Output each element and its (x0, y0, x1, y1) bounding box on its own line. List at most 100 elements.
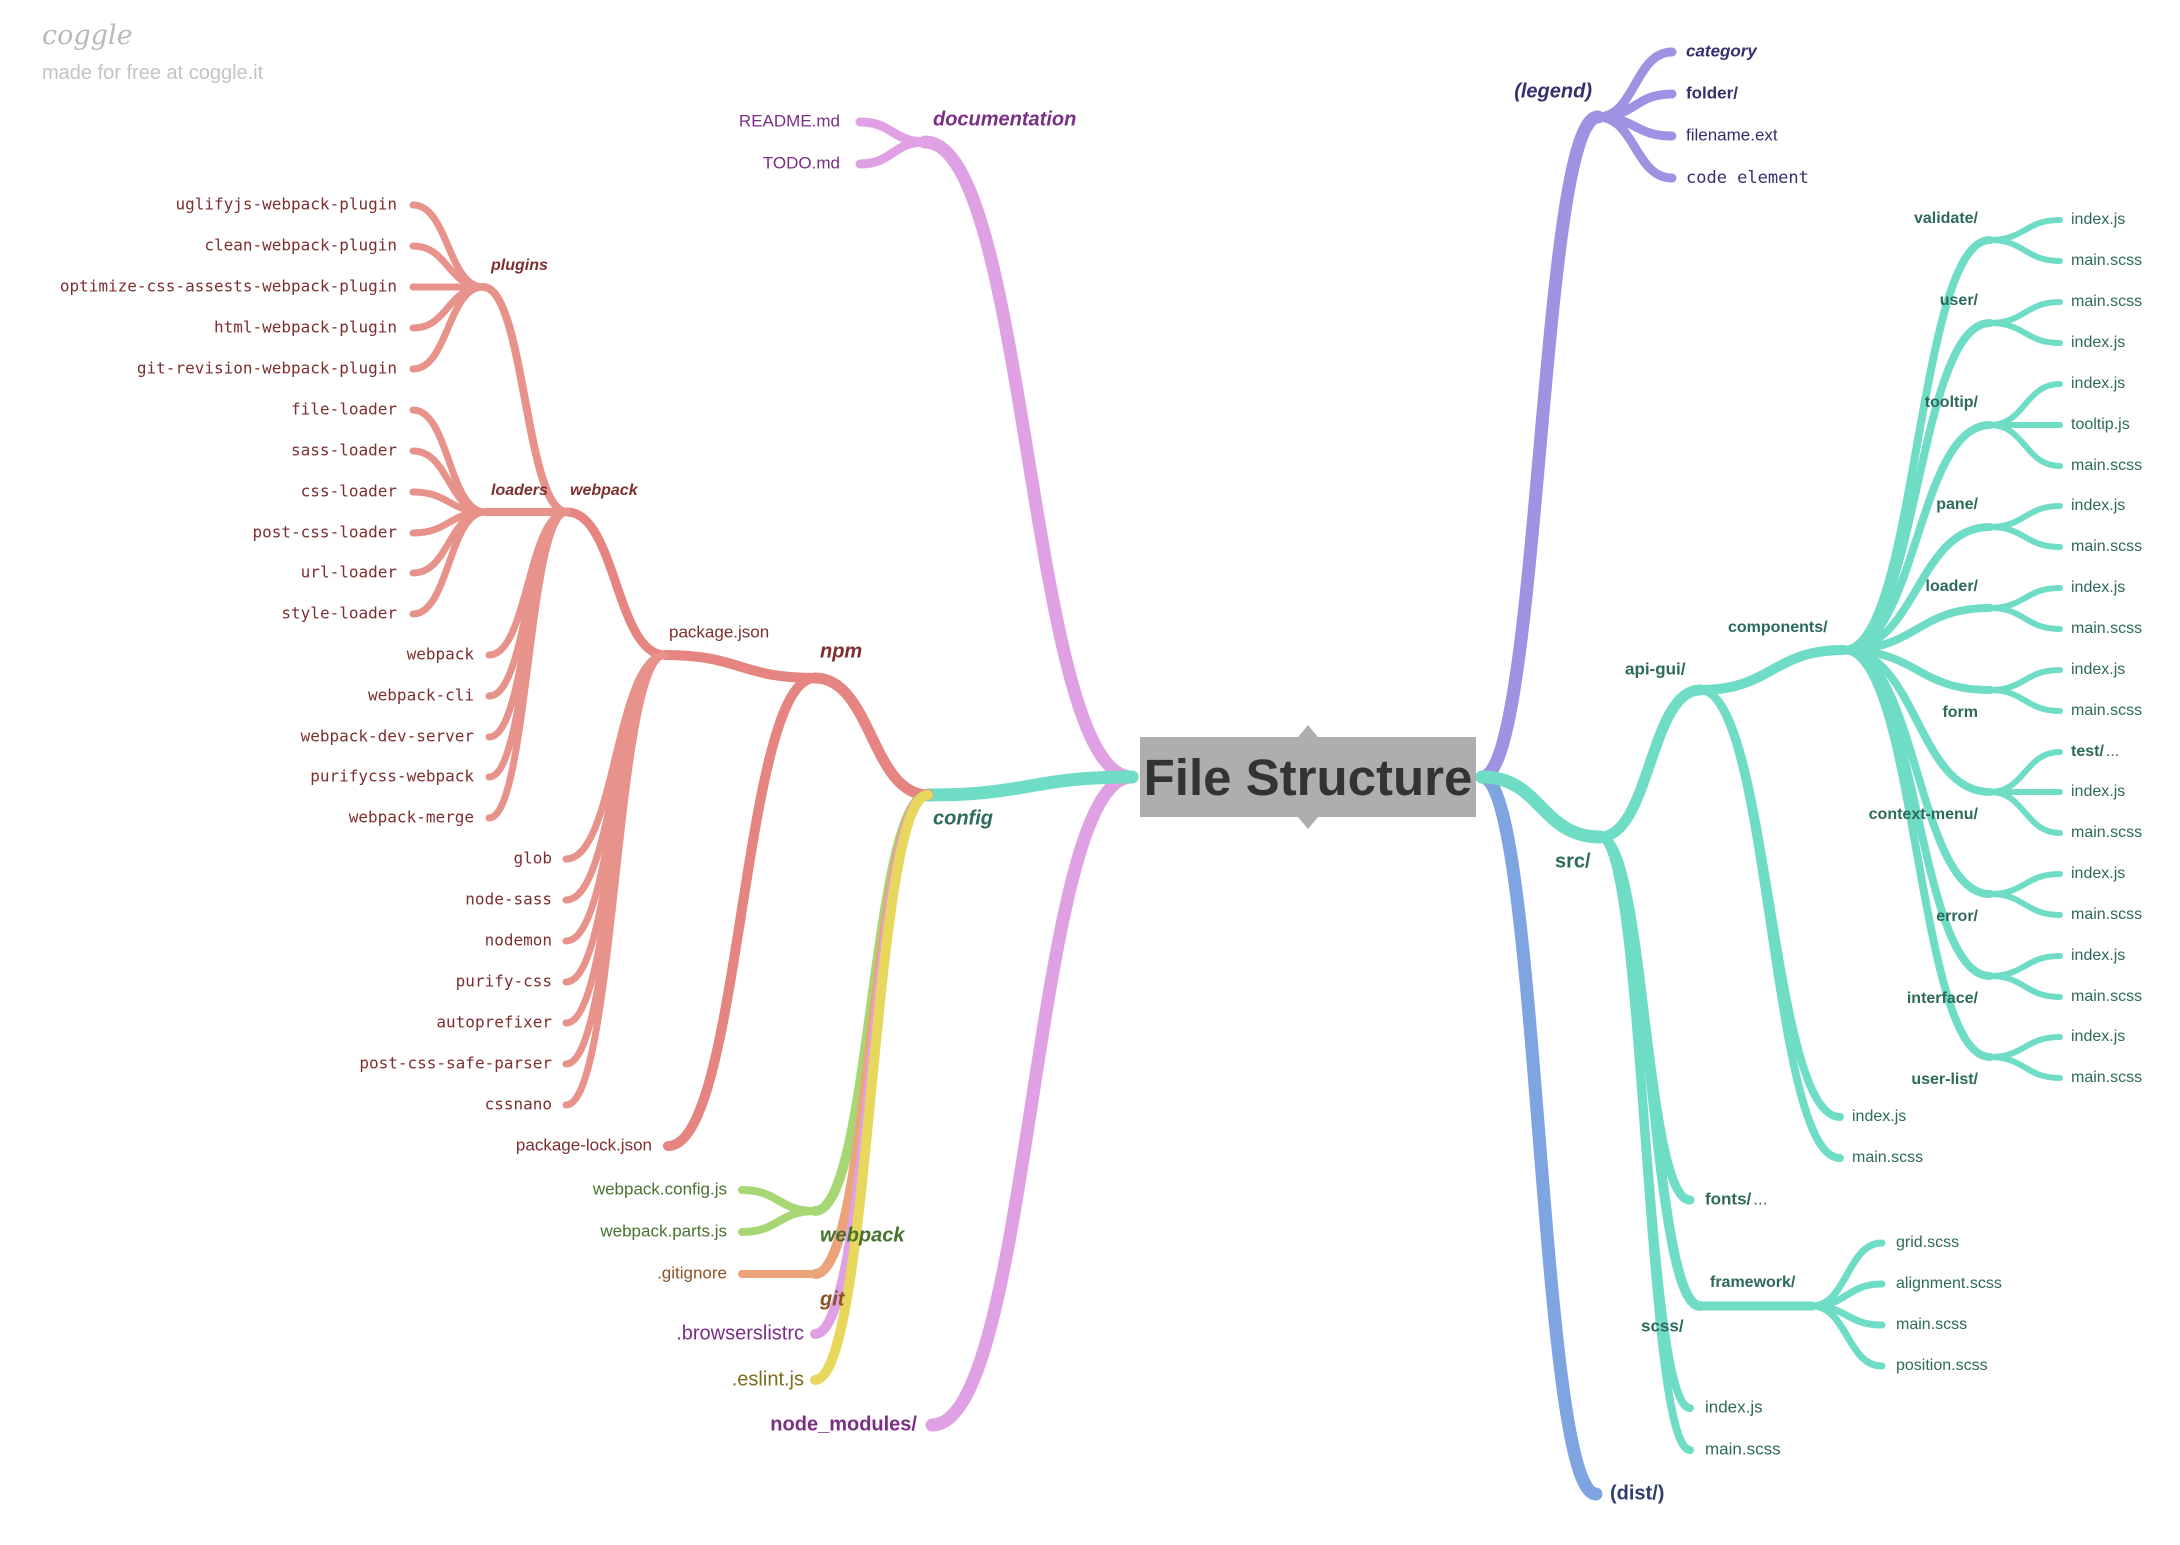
node-context-menu[interactable]: context-menu/ (1869, 806, 1979, 823)
node-wp-3[interactable]: webpack-dev-server (301, 727, 475, 746)
node-leg-filename[interactable]: filename.ext (1686, 125, 1778, 144)
node-config[interactable]: config (933, 807, 993, 829)
node-scss[interactable]: scss/ (1641, 1316, 1684, 1335)
node-dep-3[interactable]: nodemon (485, 931, 552, 950)
node-documentation[interactable]: documentation (933, 108, 1076, 130)
node-c-form-2[interactable]: main.scss (2071, 702, 2142, 719)
node-api-gui[interactable]: api-gui/ (1625, 659, 1686, 678)
node-c-loader-2[interactable]: main.scss (2071, 620, 2142, 637)
node-plugin-2[interactable]: clean-webpack-plugin (204, 236, 397, 255)
node-loader-4[interactable]: post-css-loader (253, 523, 398, 542)
node-src[interactable]: src/ (1555, 850, 1591, 872)
node-dep-1[interactable]: glob (513, 849, 552, 868)
node-fw-1[interactable]: grid.scss (1896, 1234, 1959, 1251)
node-readme[interactable]: README.md (739, 111, 840, 130)
node-leg-category[interactable]: category (1686, 41, 1758, 60)
node-todo[interactable]: TODO.md (763, 153, 840, 172)
node-c-pane-1[interactable]: index.js (2071, 497, 2125, 514)
node-c-validate-2[interactable]: main.scss (2071, 252, 2142, 269)
node-components[interactable]: components/ (1728, 619, 1828, 636)
node-loader-3[interactable]: css-loader (301, 482, 398, 501)
node-loader-5[interactable]: url-loader (301, 563, 398, 582)
node-dist[interactable]: (dist/) (1610, 1482, 1664, 1504)
node-c-error-2[interactable]: main.scss (2071, 906, 2142, 923)
node-error[interactable]: error/ (1936, 908, 1978, 925)
node-plugin-1[interactable]: uglifyjs-webpack-plugin (175, 195, 397, 214)
node-c-tooltip-3[interactable]: main.scss (2071, 457, 2142, 474)
node-fonts-ellipsis[interactable]: ... (1753, 1189, 1767, 1208)
node-c-ctx-3[interactable]: main.scss (2071, 824, 2142, 841)
node-git[interactable]: git (819, 1288, 846, 1310)
node-plugin-3[interactable]: optimize-css-assests-webpack-plugin (60, 277, 397, 296)
node-form[interactable]: form (1942, 704, 1978, 721)
node-loader-1[interactable]: file-loader (291, 400, 397, 419)
node-dep-6[interactable]: post-css-safe-parser (359, 1054, 552, 1073)
node-loaders[interactable]: loaders (491, 482, 548, 499)
node-c-form-1[interactable]: index.js (2071, 661, 2125, 678)
node-node-modules[interactable]: node_modules/ (770, 1413, 917, 1435)
node-validate[interactable]: validate/ (1914, 210, 1979, 227)
node-fw-4[interactable]: position.scss (1896, 1357, 1988, 1374)
node-webpack-config[interactable]: webpack.config.js (592, 1179, 727, 1198)
node-c-userlist-2[interactable]: main.scss (2071, 1069, 2142, 1086)
node-fw-3[interactable]: main.scss (1896, 1316, 1967, 1333)
node-scss-main[interactable]: main.scss (1705, 1439, 1781, 1458)
node-c-tooltip-2[interactable]: tooltip.js (2071, 416, 2130, 433)
node-c-ctx-1-ellipsis[interactable]: ... (2106, 743, 2119, 760)
node-plugins[interactable]: plugins (490, 257, 548, 274)
node-legend[interactable]: (legend) (1514, 80, 1592, 102)
node-plugin-5[interactable]: git-revision-webpack-plugin (137, 359, 397, 378)
node-c-tooltip-1[interactable]: index.js (2071, 375, 2125, 392)
node-user[interactable]: user/ (1940, 292, 1979, 309)
node-user-list[interactable]: user-list/ (1911, 1071, 1978, 1088)
node-c-user-2[interactable]: index.js (2071, 334, 2125, 351)
root-collapse-arrow-down-icon[interactable] (1298, 817, 1318, 829)
node-api-main[interactable]: main.scss (1852, 1149, 1923, 1166)
node-scss-index[interactable]: index.js (1705, 1397, 1763, 1416)
node-loader-2[interactable]: sass-loader (291, 441, 397, 460)
node-dep-7[interactable]: cssnano (485, 1095, 552, 1114)
node-tooltip[interactable]: tooltip/ (1925, 394, 1979, 411)
node-webpack-cfg[interactable]: webpack (820, 1224, 905, 1246)
node-c-pane-2[interactable]: main.scss (2071, 538, 2142, 555)
node-wp-1[interactable]: webpack (407, 645, 475, 664)
node-c-interface-1[interactable]: index.js (2071, 947, 2125, 964)
node-dep-2[interactable]: node-sass (465, 890, 552, 909)
node-wp-2[interactable]: webpack-cli (368, 686, 474, 705)
node-dep-4[interactable]: purify-css (456, 972, 552, 991)
node-plugin-4[interactable]: html-webpack-plugin (214, 318, 397, 337)
node-eslint[interactable]: .eslint.js (732, 1368, 804, 1390)
node-api-index[interactable]: index.js (1852, 1108, 1906, 1125)
node-dep-5[interactable]: autoprefixer (436, 1013, 552, 1032)
node-browserslistrc[interactable]: .browserslistrc (676, 1322, 804, 1344)
node-webpack-parts[interactable]: webpack.parts.js (599, 1221, 727, 1240)
root-collapse-arrow-up-icon[interactable] (1298, 725, 1318, 737)
node-leg-code[interactable]: code element (1686, 168, 1809, 188)
node-interface[interactable]: interface/ (1907, 990, 1979, 1007)
node-wp-4[interactable]: purifycss-webpack (310, 767, 474, 786)
node-npm[interactable]: npm (820, 640, 862, 662)
root-node[interactable]: File Structure (1140, 737, 1476, 817)
node-wp-5[interactable]: webpack-merge (349, 808, 474, 827)
node-gitignore[interactable]: .gitignore (657, 1263, 727, 1282)
node-package-json[interactable]: package.json (669, 622, 769, 641)
node-webpack-grp[interactable]: webpack (570, 482, 639, 499)
node-loader-6[interactable]: style-loader (281, 604, 397, 623)
node-loader[interactable]: loader/ (1926, 578, 1979, 595)
node-c-userlist-1[interactable]: index.js (2071, 1028, 2125, 1045)
node-pane[interactable]: pane/ (1936, 496, 1978, 513)
node-c-validate-1[interactable]: index.js (2071, 211, 2125, 228)
node-c-error-1[interactable]: index.js (2071, 865, 2125, 882)
node-fw-2[interactable]: alignment.scss (1896, 1275, 2002, 1292)
node-c-ctx-1[interactable]: test/ (2071, 743, 2104, 760)
node-framework[interactable]: framework/ (1710, 1274, 1796, 1291)
node-package-lock[interactable]: package-lock.json (516, 1135, 652, 1154)
made-with-coggle-link[interactable]: made for free at coggle.it (42, 62, 264, 84)
node-fonts[interactable]: fonts/ (1705, 1189, 1752, 1208)
node-c-interface-2[interactable]: main.scss (2071, 988, 2142, 1005)
node-c-loader-1[interactable]: index.js (2071, 579, 2125, 596)
node-c-ctx-2[interactable]: index.js (2071, 783, 2125, 800)
node-c-user-1[interactable]: main.scss (2071, 293, 2142, 310)
coggle-logo[interactable]: coggle (42, 20, 133, 51)
node-leg-folder[interactable]: folder/ (1686, 83, 1738, 102)
